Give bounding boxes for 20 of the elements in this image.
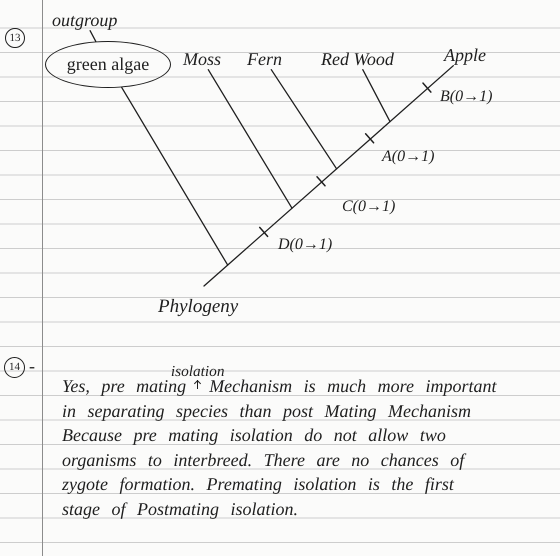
character-change-label: C(0→1): [342, 198, 396, 216]
taxon-label: Apple: [444, 45, 486, 66]
character-change-label: A(0→1): [382, 148, 434, 166]
caption-text: Phylogeny: [158, 296, 238, 318]
taxon-label: Red Wood: [321, 49, 394, 70]
circled-question-number: 14: [4, 357, 25, 378]
taxon-ellipse: green algae: [45, 41, 171, 88]
branch-line: [208, 69, 293, 209]
branch-line: [362, 69, 391, 122]
branch-line: [121, 86, 228, 266]
taxon-label: Fern: [247, 49, 282, 70]
stem-line: [203, 65, 454, 287]
character-change-label: B(0→1): [440, 88, 492, 106]
taxon-label: Moss: [183, 49, 222, 70]
annotation-label: outgroup: [52, 10, 118, 31]
dash-separator: -: [29, 356, 35, 377]
circled-question-number: 13: [5, 28, 25, 48]
character-change-label: D(0→1): [278, 236, 332, 254]
branch-line: [270, 69, 338, 170]
leader-line: [89, 30, 96, 42]
